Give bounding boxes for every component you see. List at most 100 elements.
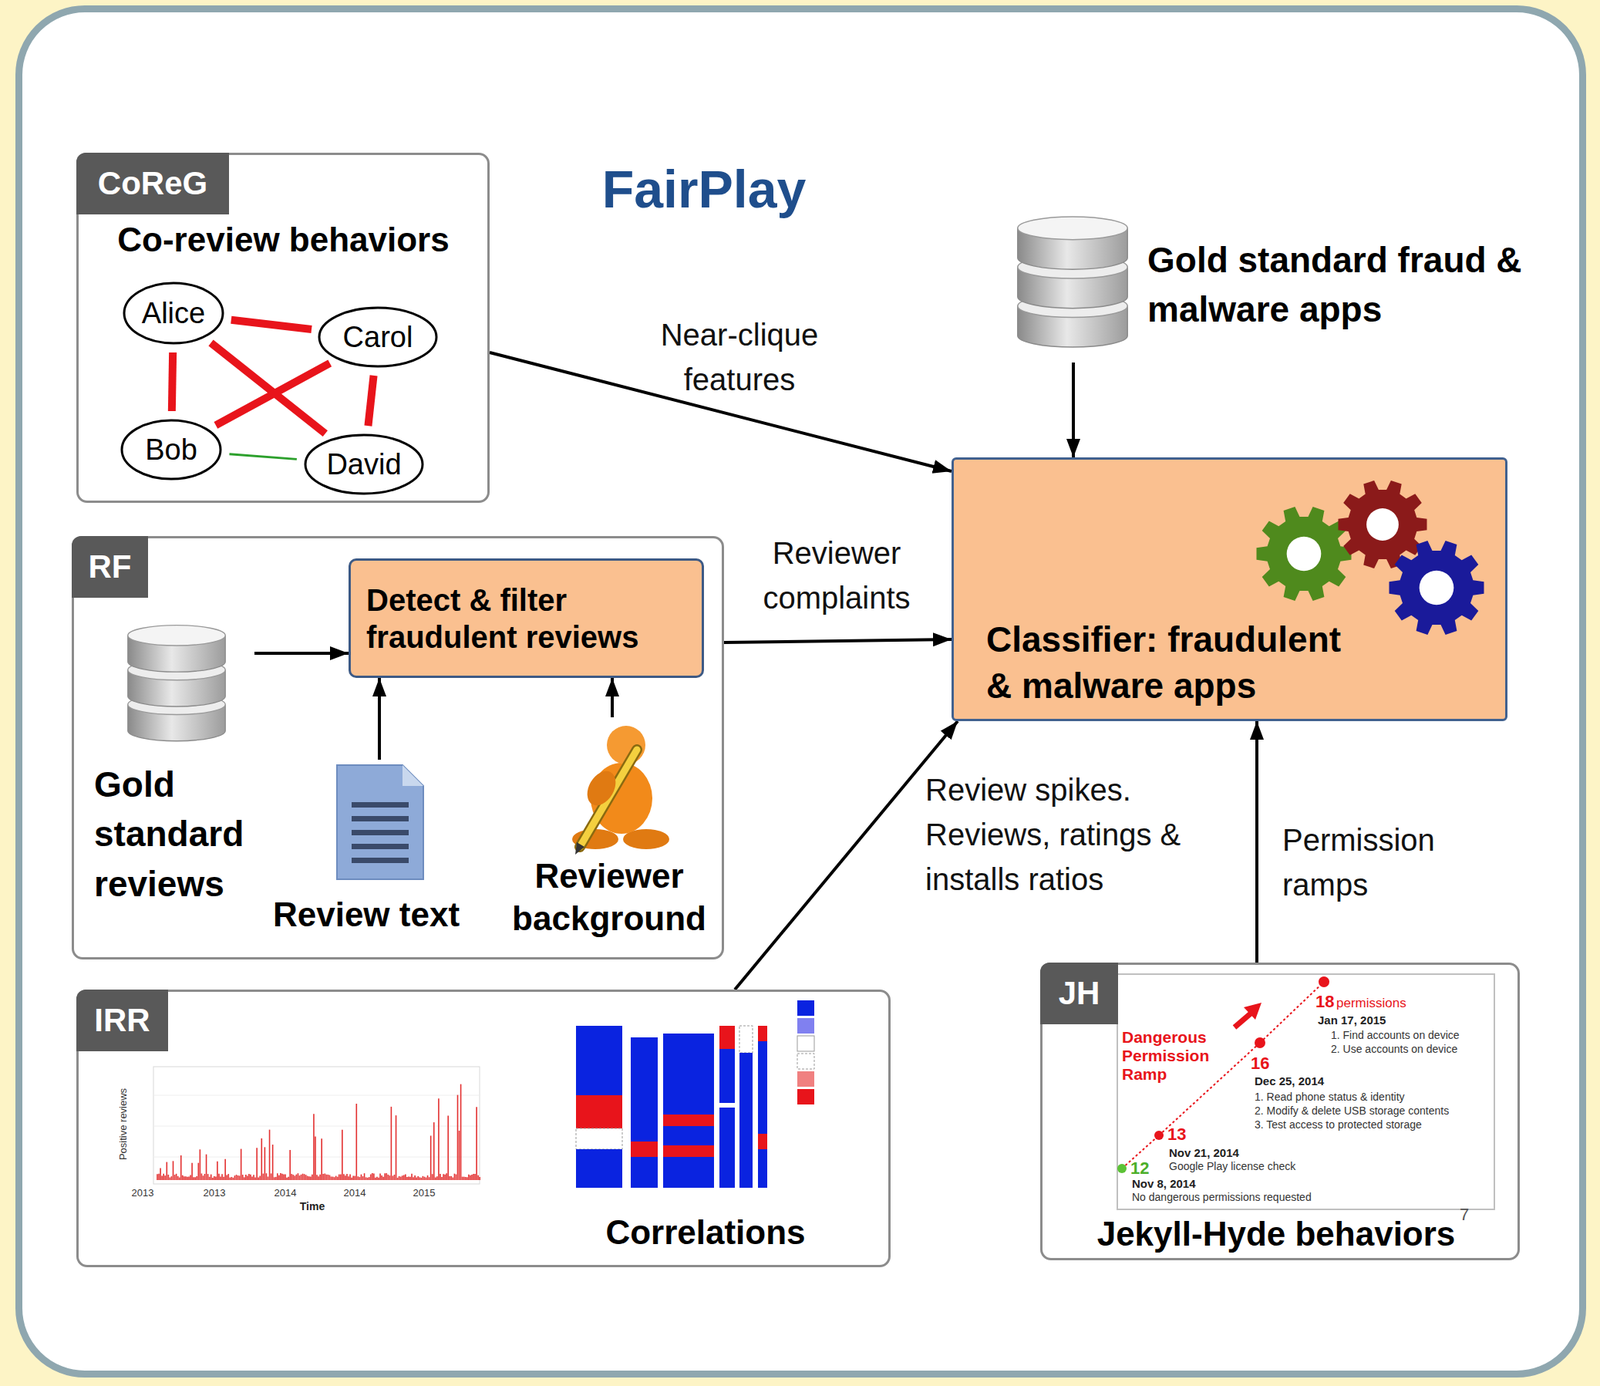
spike-stroke (346, 1173, 348, 1180)
spike-stroke (252, 1174, 255, 1180)
connector (734, 720, 958, 990)
connector (724, 639, 952, 643)
spike-stroke (164, 1175, 166, 1180)
figure-label: permissions (1336, 995, 1437, 1011)
spike-stroke (287, 1176, 290, 1180)
spike-stroke (251, 1175, 253, 1180)
spike-stroke (156, 1173, 159, 1180)
spike-stroke (313, 1113, 315, 1180)
spike-stroke (240, 1148, 243, 1180)
spike-stroke (469, 1175, 472, 1180)
spike-stroke (447, 1115, 449, 1180)
spike-stroke (338, 1174, 341, 1180)
spike-stroke (424, 1176, 426, 1180)
spike-stroke (207, 1173, 209, 1180)
spike-stroke (279, 1172, 282, 1180)
spike-stroke (289, 1149, 291, 1180)
spike-stroke (434, 1177, 437, 1180)
spike-stroke (397, 1177, 399, 1180)
spike-stroke (359, 1176, 361, 1180)
diagram-title: FairPlay (472, 158, 936, 222)
spike-stroke (235, 1174, 238, 1180)
spike-stroke (455, 1174, 458, 1180)
spike-stroke (362, 1175, 364, 1180)
spike-stroke (166, 1162, 169, 1180)
figure-label: 2014 (269, 1187, 301, 1200)
spike-stroke (377, 1177, 380, 1180)
spike-stroke (442, 1173, 445, 1180)
spike-stroke (286, 1177, 288, 1180)
node-label: Correlations (586, 1212, 826, 1254)
spike-stroke (248, 1173, 250, 1180)
spike-stroke (409, 1176, 411, 1180)
spike-stroke (256, 1147, 258, 1180)
spike-stroke (264, 1146, 267, 1180)
spike-stroke (357, 1175, 360, 1180)
permission-ramp-figure (1117, 973, 1495, 1210)
spike-stroke (269, 1129, 271, 1180)
spike-stroke (210, 1174, 213, 1180)
person-ellipse: Carol (317, 306, 438, 368)
spike-stroke (180, 1155, 182, 1180)
person-name: Bob (124, 418, 218, 481)
spike-stroke (458, 1130, 461, 1180)
spike-stroke (188, 1176, 190, 1180)
spike-stroke (276, 1172, 279, 1180)
spike-stroke (349, 1173, 351, 1180)
connector (377, 677, 381, 760)
person-ellipse: Alice (122, 281, 225, 345)
figure-label: Jan 17, 2015 (1317, 1013, 1434, 1027)
spike-stroke (468, 1174, 470, 1180)
spike-stroke (353, 1175, 356, 1180)
spike-stroke (373, 1173, 375, 1180)
spike-stroke (387, 1174, 389, 1180)
spike-stroke (172, 1160, 175, 1180)
spike-stroke (162, 1173, 165, 1180)
spike-stroke (309, 1175, 312, 1180)
spike-stroke (231, 1176, 233, 1180)
spike-stroke (430, 1135, 432, 1180)
spike-stroke (229, 1177, 231, 1180)
spike-stroke (316, 1174, 318, 1180)
spike-stroke (317, 1175, 320, 1180)
person-icon (572, 725, 670, 855)
spike-stroke (266, 1172, 268, 1180)
spike-stroke (466, 1176, 469, 1180)
spike-stroke (460, 1084, 462, 1180)
gear-hole (1366, 508, 1399, 541)
spike-stroke (412, 1176, 415, 1180)
spike-stroke (370, 1173, 372, 1180)
spike-stroke (425, 1177, 428, 1180)
spike-stroke (363, 1172, 366, 1180)
spike-stroke (422, 1175, 425, 1180)
figure-label: No dangerous permissions requested (1131, 1190, 1364, 1203)
spike-stroke (441, 1176, 443, 1180)
spike-stroke (215, 1175, 217, 1180)
spike-stroke (174, 1174, 176, 1180)
spike-stroke (245, 1174, 247, 1180)
spike-stroke (410, 1173, 413, 1180)
spike-stroke (308, 1175, 310, 1180)
database-icon (128, 625, 226, 742)
connector (1071, 362, 1075, 458)
spike-stroke (439, 1173, 442, 1180)
spike-stroke (227, 1173, 230, 1180)
spike-stroke (243, 1176, 246, 1180)
spike-stroke (336, 1176, 339, 1180)
spike-stroke (365, 1176, 368, 1180)
spike-stroke (186, 1176, 189, 1180)
spike-stroke (371, 1172, 374, 1180)
figure-label: Positive reviews (117, 1077, 130, 1170)
spike-stroke (218, 1173, 220, 1180)
spike-stroke (204, 1173, 206, 1180)
figure-label: Nov 21, 2014 (1168, 1145, 1285, 1159)
spike-stroke (445, 1172, 448, 1180)
spike-stroke (330, 1175, 333, 1180)
node-label: CoReG (76, 152, 230, 215)
spike-stroke (267, 1176, 270, 1180)
spike-stroke (178, 1177, 181, 1180)
spike-stroke (297, 1172, 300, 1180)
spike-stroke (327, 1174, 330, 1180)
spike-stroke (418, 1176, 421, 1180)
